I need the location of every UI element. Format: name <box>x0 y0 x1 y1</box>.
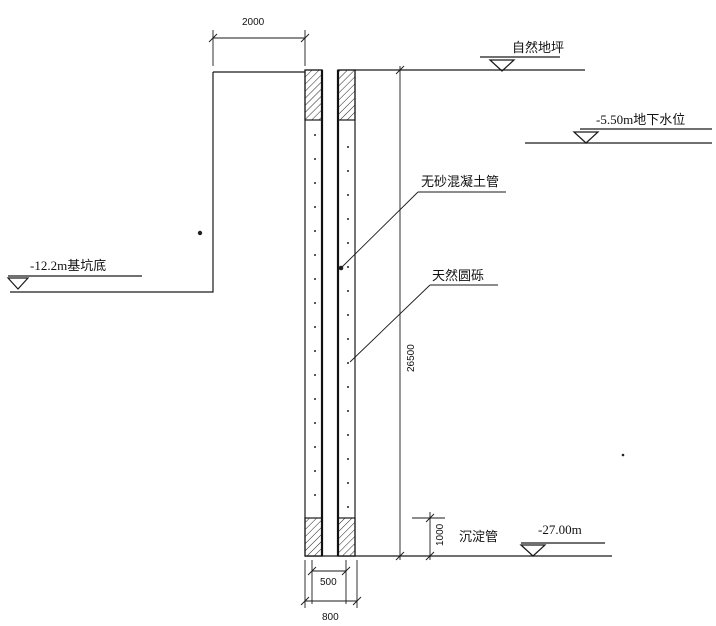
dimension-sediment: 1000 <box>412 512 446 561</box>
gravel-dot <box>314 134 316 136</box>
gravel-dot <box>347 146 349 148</box>
gravel-dot <box>314 158 316 160</box>
gravel-dot <box>347 362 349 364</box>
gravel-dot <box>314 326 316 328</box>
water-table-label: -5.50m地下水位 <box>596 112 685 127</box>
ground-surface-line <box>10 72 214 293</box>
gravel-dot <box>314 422 316 424</box>
pit-mark <box>197 230 203 236</box>
gravel-dot <box>347 218 349 220</box>
offset-dim-text: 2000 <box>242 17 265 28</box>
gravel-dot <box>314 182 316 184</box>
gravel-dot <box>314 278 316 280</box>
gravel-dots <box>314 134 349 508</box>
gravel-dot <box>314 206 316 208</box>
gravel-dot <box>314 494 316 496</box>
dimension-offset: 2000 <box>208 17 310 66</box>
gravel-dot <box>347 338 349 340</box>
dimension-outer-dia: 800 <box>300 560 362 623</box>
gravel-dot <box>347 194 349 196</box>
pipe-label: 无砂混凝土管 <box>421 174 499 189</box>
gravel-dot <box>347 506 349 508</box>
gravel-dot <box>314 350 316 352</box>
gravel-dot <box>347 314 349 316</box>
gravel-dot <box>347 386 349 388</box>
gravel-label: 天然圆砾 <box>432 268 484 283</box>
outer-dia-text: 800 <box>322 612 339 623</box>
pipe-leader: 无砂混凝土管 <box>338 174 506 271</box>
right-gravel-column <box>337 69 356 557</box>
water-table-marker: -5.50m地下水位 <box>525 112 712 144</box>
gravel-dot <box>347 482 349 484</box>
gravel-dot <box>314 398 316 400</box>
gravel-dot <box>347 290 349 292</box>
sediment-dim-text: 1000 <box>435 523 446 546</box>
speck <box>621 453 625 457</box>
pit-bottom-label: -12.2m基坑底 <box>30 258 106 273</box>
gravel-dot <box>314 302 316 304</box>
bottom-elevation-label: -27.00m <box>538 522 582 537</box>
gravel-dot <box>347 170 349 172</box>
gravel-dot <box>314 446 316 448</box>
inner-dia-text: 500 <box>320 577 337 588</box>
bottom-elevation-marker: -27.00m <box>519 522 605 557</box>
gravel-dot <box>314 254 316 256</box>
pit-bottom-marker: -12.2m基坑底 <box>6 258 142 290</box>
ground-label: 自然地坪 <box>512 40 564 55</box>
gravel-dot <box>347 410 349 412</box>
gravel-dot <box>314 374 316 376</box>
left-gravel-column <box>304 69 323 557</box>
depth-dim-text: 26500 <box>406 344 417 372</box>
gravel-dot <box>347 458 349 460</box>
gravel-dot <box>347 242 349 244</box>
dimension-inner-dia: 500 <box>307 560 351 604</box>
dimension-depth: 26500 <box>395 65 417 561</box>
sediment-label: 沉淀管 <box>459 529 498 544</box>
gravel-dot <box>347 266 349 268</box>
gravel-dot <box>347 434 349 436</box>
gravel-leader: 天然圆砾 <box>349 268 498 363</box>
ground-level-marker: 自然地坪 <box>480 40 564 72</box>
gravel-dot <box>314 230 316 232</box>
gravel-dot <box>314 470 316 472</box>
